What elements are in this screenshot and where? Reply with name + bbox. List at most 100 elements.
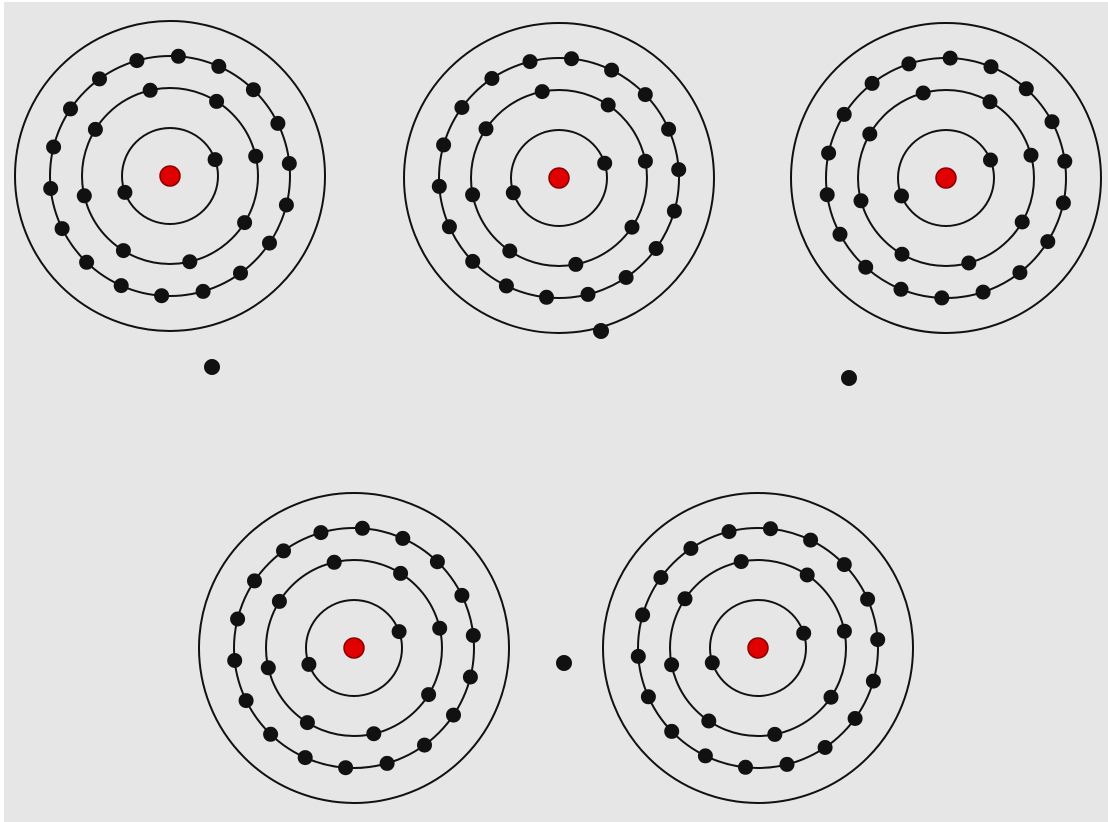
- electron: [635, 607, 650, 622]
- electron: [641, 689, 656, 704]
- electron: [446, 708, 461, 723]
- electron: [506, 185, 521, 200]
- electron: [211, 59, 226, 74]
- electron: [432, 179, 447, 194]
- electron: [983, 153, 998, 168]
- electron: [854, 193, 869, 208]
- electron: [866, 674, 881, 689]
- electron: [313, 525, 328, 540]
- electron: [701, 714, 716, 729]
- electron: [894, 282, 909, 297]
- electron: [276, 543, 291, 558]
- electron: [860, 592, 875, 607]
- nucleus: [549, 168, 569, 188]
- electron: [417, 738, 432, 753]
- electron: [233, 266, 248, 281]
- electron: [117, 185, 132, 200]
- electron: [116, 243, 131, 258]
- electron: [300, 715, 315, 730]
- electron: [1024, 148, 1039, 163]
- electron: [763, 521, 778, 536]
- electron: [653, 570, 668, 585]
- free-electron: [593, 323, 609, 339]
- electron: [862, 127, 877, 142]
- free-electron: [204, 359, 220, 375]
- electron: [984, 59, 999, 74]
- electron: [796, 626, 811, 641]
- electron: [1040, 234, 1055, 249]
- electron: [1015, 215, 1030, 230]
- electron: [780, 757, 795, 772]
- electron: [638, 87, 653, 102]
- electron: [393, 566, 408, 581]
- electron: [833, 227, 848, 242]
- electron: [355, 521, 370, 536]
- electron: [619, 270, 634, 285]
- electron: [976, 285, 991, 300]
- electron: [392, 624, 407, 639]
- electron: [649, 241, 664, 256]
- electron: [247, 573, 262, 588]
- electron: [88, 122, 103, 137]
- electron: [227, 653, 242, 668]
- electron: [272, 594, 287, 609]
- electron: [568, 257, 583, 272]
- free-electron: [841, 370, 857, 386]
- electron: [1012, 265, 1027, 280]
- electron: [484, 71, 499, 86]
- electron: [597, 156, 612, 171]
- atom: [15, 21, 325, 331]
- electron: [421, 687, 436, 702]
- electron: [465, 187, 480, 202]
- electron: [196, 284, 211, 299]
- electron: [114, 278, 129, 293]
- electron: [395, 531, 410, 546]
- electron: [564, 51, 579, 66]
- electron: [502, 244, 517, 259]
- electron: [581, 287, 596, 302]
- electron: [499, 278, 514, 293]
- electron: [1045, 114, 1060, 129]
- electron: [767, 727, 782, 742]
- electron: [1057, 154, 1072, 169]
- electron: [625, 220, 640, 235]
- diagram-panel: [4, 2, 1108, 822]
- electron: [279, 198, 294, 213]
- electron: [837, 624, 852, 639]
- electron: [722, 524, 737, 539]
- electron: [820, 187, 835, 202]
- electron: [92, 71, 107, 86]
- electron: [837, 107, 852, 122]
- electron: [209, 94, 224, 109]
- electron: [683, 541, 698, 556]
- electron: [837, 557, 852, 572]
- electron: [239, 693, 254, 708]
- electron: [604, 63, 619, 78]
- electron: [631, 649, 646, 664]
- electron: [1056, 195, 1071, 210]
- electron: [262, 236, 277, 251]
- electron: [208, 152, 223, 167]
- electron: [865, 76, 880, 91]
- electron: [535, 84, 550, 99]
- electron: [738, 760, 753, 775]
- electron: [430, 554, 445, 569]
- electron: [77, 188, 92, 203]
- electron: [661, 122, 676, 137]
- electron: [270, 116, 285, 131]
- free-electron: [556, 655, 572, 671]
- bohr-atom-diagram: [4, 2, 1108, 822]
- electron: [895, 247, 910, 262]
- electron: [436, 137, 451, 152]
- electron: [671, 162, 686, 177]
- electron: [63, 101, 78, 116]
- electron: [380, 756, 395, 771]
- electron: [479, 121, 494, 136]
- electron: [916, 86, 931, 101]
- electron: [523, 54, 538, 69]
- electron: [43, 181, 58, 196]
- nucleus: [748, 638, 768, 658]
- electron: [667, 204, 682, 219]
- electron: [46, 140, 61, 155]
- electron: [282, 156, 297, 171]
